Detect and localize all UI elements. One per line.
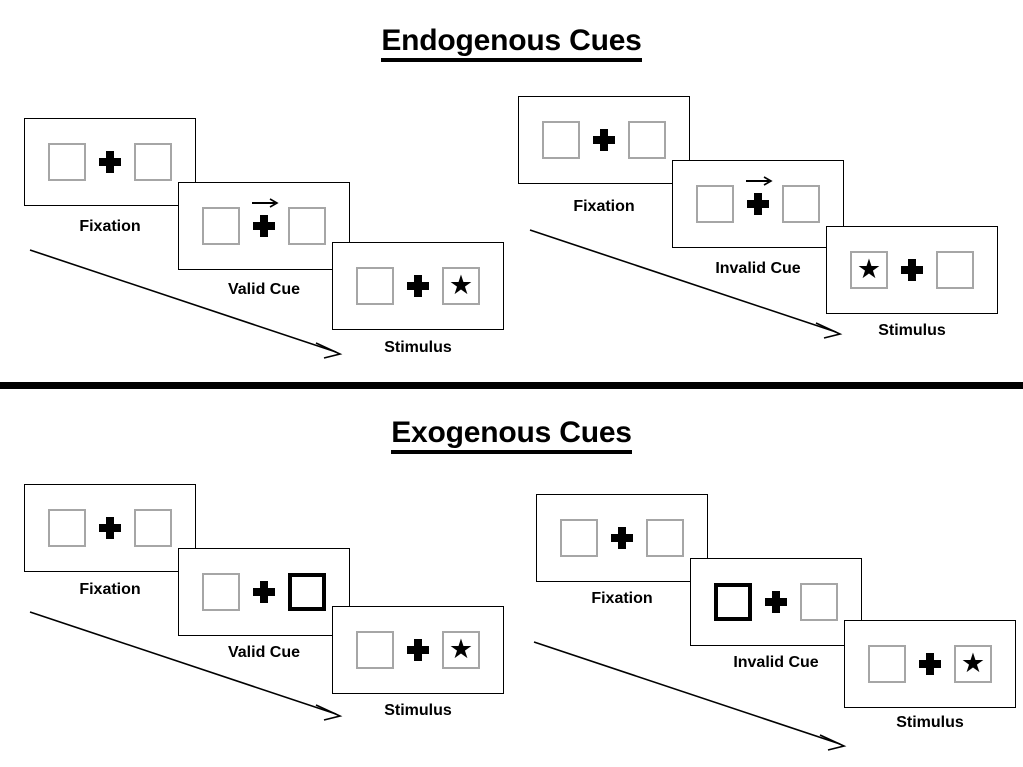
panel-content: ★ (333, 243, 503, 329)
stimbox-left (48, 143, 86, 181)
caption-exogenous-valid-stimulus: Stimulus (384, 702, 452, 719)
panel-content: ★ (827, 227, 997, 313)
panel-content: ★ (333, 607, 503, 693)
stimbox-left (356, 631, 394, 669)
panel-content: ★ (845, 621, 1015, 707)
fixation-cross-with-cue (252, 198, 279, 237)
caption-endogenous-invalid-cue: Invalid Cue (715, 260, 801, 277)
stimbox-left-cued (714, 583, 752, 621)
panel-content (519, 97, 689, 183)
fixation-cross-icon (901, 259, 923, 281)
caption-endogenous-valid-fixation: Fixation (79, 218, 141, 235)
panel-exogenous-valid-stimulus: ★ (332, 606, 504, 694)
star-target-icon: ★ (448, 633, 474, 664)
fixation-cross-with-cue (746, 176, 773, 215)
stimbox-left (560, 519, 598, 557)
stimbox-right-target: ★ (442, 631, 480, 669)
panel-content (25, 485, 195, 571)
stimbox-right-target: ★ (954, 645, 992, 683)
stimbox-left (202, 207, 240, 245)
panel-content (179, 549, 349, 635)
panel-exogenous-invalid-cue (690, 558, 862, 646)
fixation-cross-icon (407, 639, 429, 661)
fixation-cross-icon (99, 517, 121, 539)
caption-endogenous-invalid-stimulus: Stimulus (878, 322, 946, 339)
section-title-endogenous: Endogenous Cues (0, 24, 1023, 62)
caption-exogenous-invalid-fixation: Fixation (591, 590, 653, 607)
caption-endogenous-valid-stimulus: Stimulus (384, 339, 452, 356)
stimbox-left (542, 121, 580, 159)
panel-exogenous-valid-fixation (24, 484, 196, 572)
arrow-right-cue-icon (252, 198, 279, 208)
stimbox-left-target: ★ (850, 251, 888, 289)
panel-endogenous-valid-stimulus: ★ (332, 242, 504, 330)
stimbox-right (782, 185, 820, 223)
star-target-icon: ★ (856, 253, 882, 284)
section-title-exogenous-text: Exogenous Cues (391, 416, 632, 454)
star-target-icon: ★ (960, 647, 986, 678)
fixation-cross-icon (765, 591, 787, 613)
caption-exogenous-valid-cue: Valid Cue (227, 644, 301, 661)
panel-endogenous-valid-fixation (24, 118, 196, 206)
section-title-endogenous-text: Endogenous Cues (381, 24, 642, 62)
stimbox-right-cued (288, 573, 326, 611)
fixation-cross-icon (253, 215, 275, 237)
panel-exogenous-invalid-stimulus: ★ (844, 620, 1016, 708)
caption-endogenous-invalid-fixation: Fixation (573, 198, 635, 215)
caption-exogenous-valid-fixation: Fixation (79, 581, 141, 598)
stimbox-left (48, 509, 86, 547)
stimbox-right (288, 207, 326, 245)
caption-exogenous-invalid-cue: Invalid Cue (733, 654, 819, 671)
stimbox-left (356, 267, 394, 305)
panel-endogenous-invalid-cue (672, 160, 844, 248)
fixation-cross-icon (611, 527, 633, 549)
stimbox-right (134, 509, 172, 547)
stimbox-right (646, 519, 684, 557)
fixation-cross-icon (593, 129, 615, 151)
panel-exogenous-valid-cue (178, 548, 350, 636)
section-divider (0, 382, 1023, 389)
panel-content (179, 183, 349, 269)
panel-endogenous-valid-cue (178, 182, 350, 270)
panel-endogenous-invalid-stimulus: ★ (826, 226, 998, 314)
fixation-cross-icon (747, 193, 769, 215)
panel-endogenous-invalid-fixation (518, 96, 690, 184)
stimbox-right (800, 583, 838, 621)
panel-content (25, 119, 195, 205)
stimbox-left (696, 185, 734, 223)
fixation-cross-icon (919, 653, 941, 675)
stimbox-right-target: ★ (442, 267, 480, 305)
stimbox-right (628, 121, 666, 159)
fixation-cross-icon (253, 581, 275, 603)
caption-exogenous-invalid-stimulus: Stimulus (896, 714, 964, 731)
fixation-cross-icon (407, 275, 429, 297)
stimbox-right (936, 251, 974, 289)
arrow-right-cue-icon (746, 176, 773, 186)
panel-content (673, 161, 843, 247)
panel-content (537, 495, 707, 581)
fixation-cross-icon (99, 151, 121, 173)
caption-endogenous-valid-cue: Valid Cue (227, 281, 301, 298)
stimbox-right (134, 143, 172, 181)
panel-exogenous-invalid-fixation (536, 494, 708, 582)
stimbox-left (868, 645, 906, 683)
star-target-icon: ★ (448, 269, 474, 300)
panel-content (691, 559, 861, 645)
section-title-exogenous: Exogenous Cues (0, 416, 1023, 454)
stimbox-left (202, 573, 240, 611)
